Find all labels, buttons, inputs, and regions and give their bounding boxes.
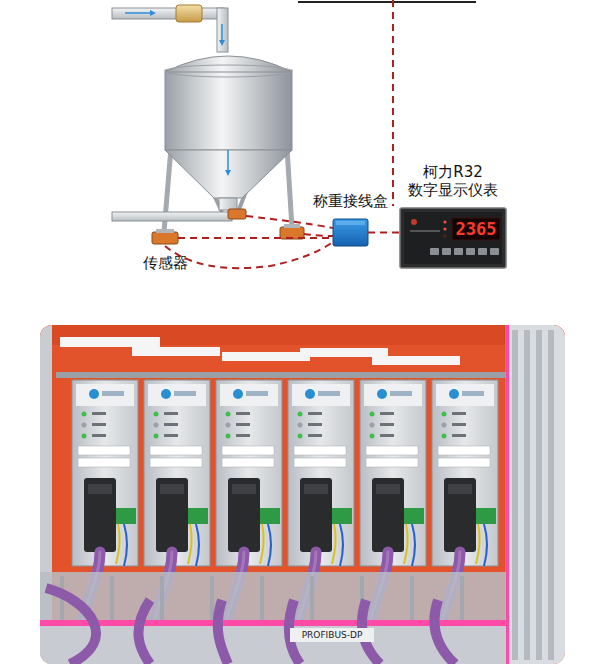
digital-indicator bbox=[400, 208, 506, 268]
silo bbox=[112, 56, 292, 232]
junction-box-node: 称重接线盒 bbox=[333, 219, 368, 246]
junction-box bbox=[333, 219, 368, 246]
sensor-wire bbox=[165, 216, 333, 268]
signal-cable bbox=[368, 232, 400, 234]
signal-wire bbox=[392, 0, 394, 206]
cabinet-photo bbox=[40, 325, 565, 664]
inlet-pipe bbox=[112, 5, 228, 52]
bus-label: PROFIBUS-DP bbox=[292, 629, 372, 641]
load-cell-node: 传感器 bbox=[152, 231, 178, 245]
indicator-node: 柯力R32 数字显示仪表2365 bbox=[400, 208, 506, 268]
signal-cable bbox=[178, 237, 333, 239]
indicator-label: 柯力R32 数字显示仪表 bbox=[398, 163, 508, 201]
display-reading: 2365 bbox=[452, 218, 500, 240]
frame-line bbox=[298, 1, 476, 3]
sensor-label: 传感器 bbox=[143, 254, 188, 273]
junction-box-label: 称重接线盒 bbox=[313, 192, 388, 211]
